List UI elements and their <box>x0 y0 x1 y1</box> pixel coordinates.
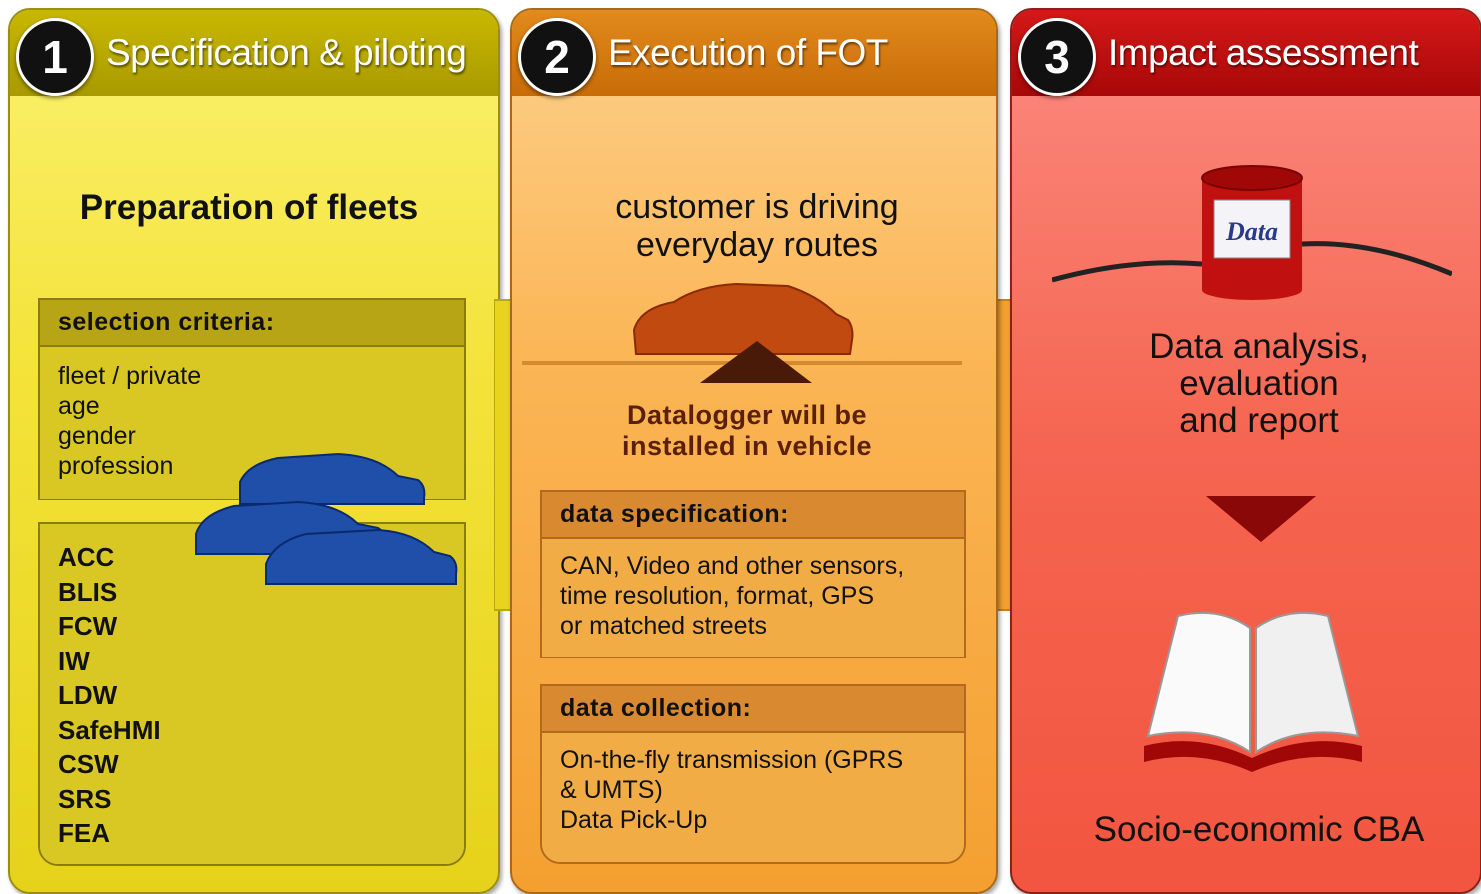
collection-line: On-the-fly transmission (GPRS <box>560 746 904 774</box>
heading-line: customer is driving <box>615 188 899 226</box>
box-title: selection criteria: <box>40 300 464 347</box>
criteria-item: age <box>58 392 100 420</box>
panel-title: Impact assessment <box>1108 32 1419 73</box>
note-line: installed in vehicle <box>621 431 873 461</box>
panel-header: 3 Impact assessment <box>1012 10 1480 96</box>
data-drum-icon: Data <box>1052 165 1452 300</box>
result-text: Socio-economic CBA <box>1093 810 1425 849</box>
selection-criteria-box: selection criteria: fleet / private age … <box>38 298 466 500</box>
criteria-item: fleet / private <box>58 362 202 390</box>
panel-title: Execution of FOT <box>608 32 888 73</box>
panel-impact: 3 Impact assessment Data Data analysis, … <box>1010 8 1481 894</box>
function-item: SafeHMI <box>58 714 161 745</box>
step-number-1: 1 <box>16 18 94 96</box>
heading-line: everyday routes <box>636 226 878 264</box>
spec-line: CAN, Video and other sensors, <box>560 552 905 580</box>
datalogger-note: Datalogger will be installed in vehicle <box>512 400 982 462</box>
panel-heading: Preparation of fleets <box>79 188 419 227</box>
criteria-list: fleet / private age gender profession <box>40 347 464 499</box>
panel-header: 1 Specification & piloting <box>10 10 498 96</box>
function-item: IW <box>58 645 90 676</box>
data-specification-box: data specification: CAN, Video and other… <box>540 490 966 658</box>
criteria-item: profession <box>58 452 174 480</box>
drum-label: Data <box>1225 217 1278 246</box>
step-number-3: 3 <box>1018 18 1096 96</box>
collection-line: Data Pick-Up <box>560 806 708 834</box>
function-item: SRS <box>58 783 112 814</box>
panel-specification: 1 Specification & piloting Preparation o… <box>8 8 500 894</box>
box-title: data specification: <box>542 492 964 539</box>
platform-arrow-icon <box>522 341 962 383</box>
spec-list: CAN, Video and other sensors, time resol… <box>542 539 964 657</box>
panel-execution: 2 Execution of FOT customer is driving e… <box>510 8 998 894</box>
function-item: FEA <box>58 818 110 848</box>
analysis-line: and report <box>1179 401 1339 440</box>
book-icon <box>1144 611 1362 772</box>
analysis-line: evaluation <box>1179 364 1339 403</box>
analysis-text: Data analysis, evaluation and report <box>1012 327 1480 440</box>
step-number-2: 2 <box>518 18 596 96</box>
function-item: FCW <box>58 611 118 641</box>
criteria-item: gender <box>58 422 136 450</box>
function-item: CSW <box>58 749 119 779</box>
spec-line: time resolution, format, GPS <box>560 582 875 610</box>
collection-list: On-the-fly transmission (GPRS & UMTS) Da… <box>542 733 964 862</box>
panel-header: 2 Execution of FOT <box>512 10 996 96</box>
box-title: data collection: <box>542 686 964 733</box>
collection-line: & UMTS) <box>560 776 663 804</box>
down-arrow-icon <box>1206 496 1316 542</box>
spec-line: or matched streets <box>560 612 768 640</box>
panel-title: Specification & piloting <box>106 32 467 73</box>
cars-icon <box>195 452 458 585</box>
function-item: ACC <box>58 542 115 572</box>
panel-heading: customer is driving everyday routes <box>512 188 996 264</box>
car-icon <box>632 282 854 355</box>
note-line: Datalogger will be <box>626 400 868 430</box>
data-collection-box: data collection: On-the-fly transmission… <box>540 684 966 864</box>
function-item: LDW <box>58 680 118 710</box>
function-item: BLIS <box>58 576 118 607</box>
analysis-line: Data analysis, <box>1149 327 1369 366</box>
